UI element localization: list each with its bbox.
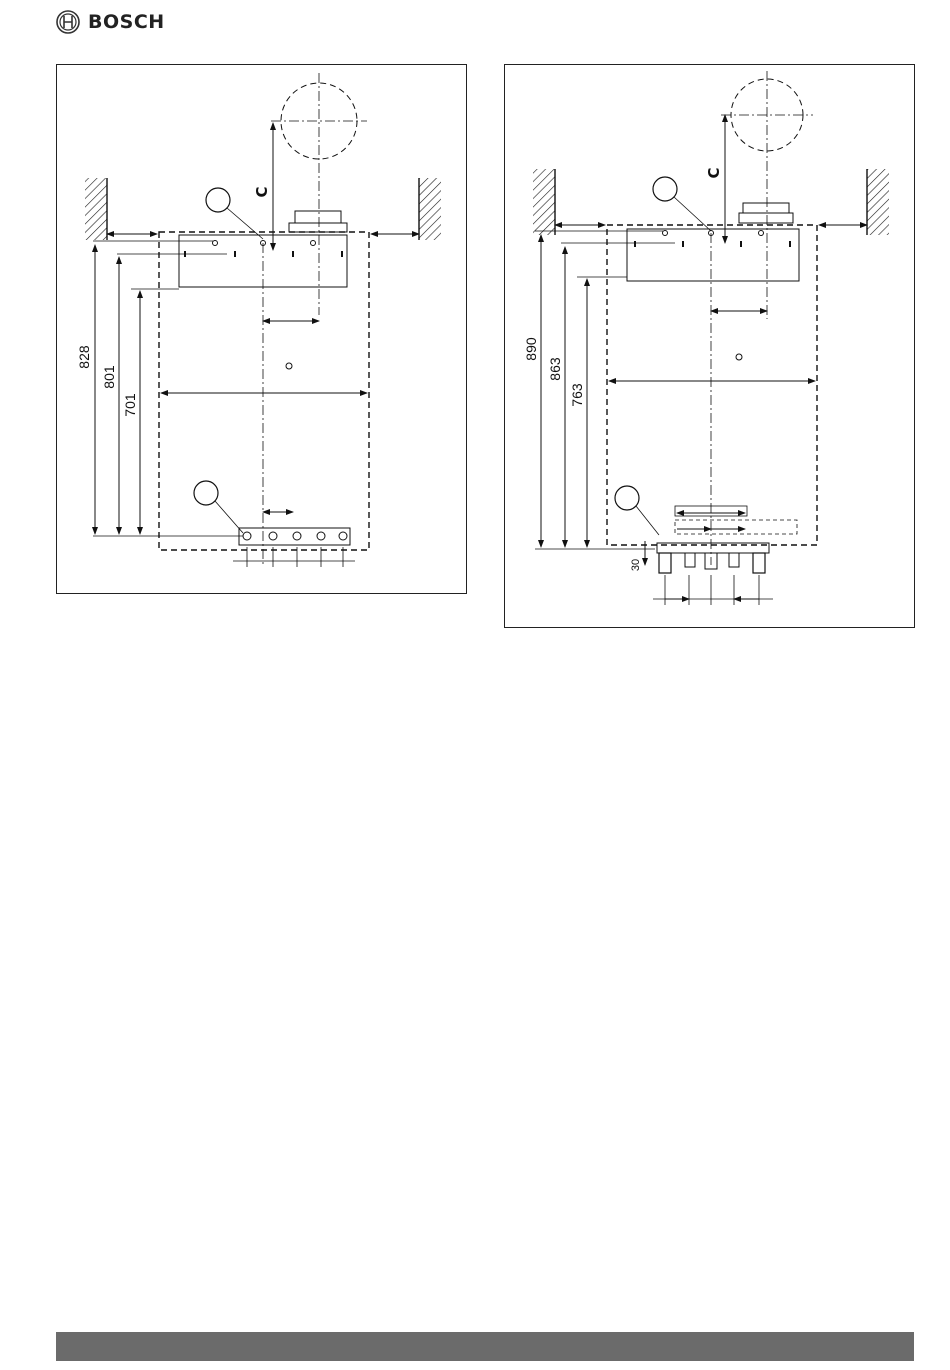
wall-right [867, 169, 889, 235]
dimension-801: 801 [101, 365, 117, 389]
page-header: BOSCH [56, 8, 165, 36]
dimension-30: 30 [630, 559, 642, 571]
bosch-armature-logo [56, 10, 80, 34]
pipe-connections [657, 543, 769, 573]
brand-name: BOSCH [88, 11, 165, 33]
figure-right: C 890 863 763 [504, 64, 915, 628]
dimension-890: 890 [523, 337, 539, 361]
mounting-bracket [627, 229, 799, 281]
dimension-828: 828 [76, 345, 92, 369]
installation-diagram-right: C 890 863 763 [505, 65, 914, 627]
installation-diagram-left: C [57, 65, 466, 593]
callout-1 [653, 177, 677, 201]
wall-right [419, 178, 441, 240]
callout-1 [206, 188, 230, 212]
connection-strip [239, 528, 350, 545]
figure-left: C [56, 64, 467, 594]
dimension-763: 763 [569, 383, 585, 407]
callout-2 [194, 481, 218, 505]
dimension-c: C [253, 186, 271, 197]
callout-2 [615, 486, 639, 510]
dimension-701: 701 [122, 393, 138, 417]
boiler-outline [159, 232, 369, 550]
dimension-863: 863 [547, 357, 563, 381]
wall-left [85, 178, 107, 240]
footer-bar [56, 1332, 914, 1361]
dimension-c: C [705, 167, 723, 178]
wall-left [533, 169, 555, 235]
